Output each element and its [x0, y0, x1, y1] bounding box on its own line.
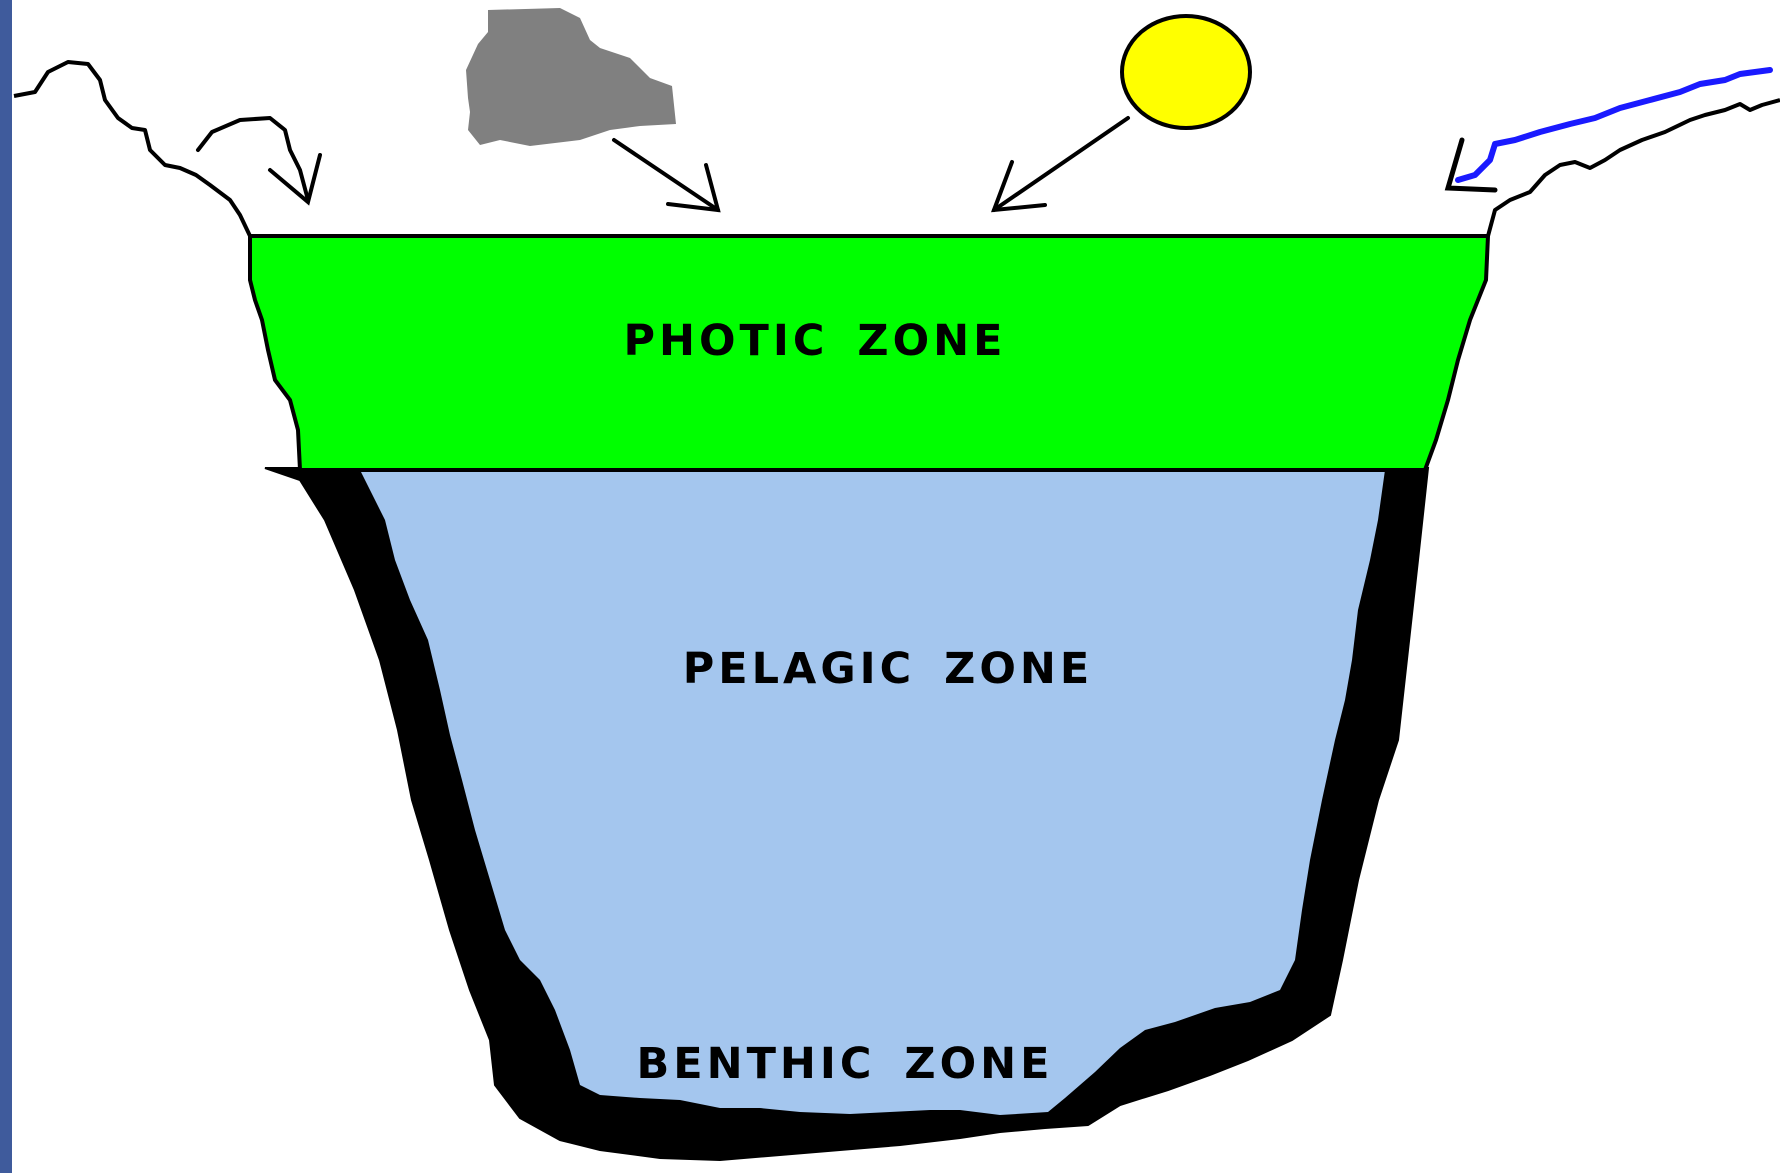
sunlight-arrow [994, 118, 1128, 210]
pelagic-zone-label: PELAGIC ZONE [683, 644, 1093, 694]
benthic-zone-label: BENTHIC ZONE [636, 1039, 1053, 1089]
sun-icon [1122, 16, 1250, 128]
left-shoreline [14, 62, 250, 236]
right-shoreline [1488, 100, 1780, 236]
left-frame-edge [0, 0, 12, 1173]
inflow-stream [1458, 70, 1770, 180]
photic-zone-label: PHOTIC ZONE [623, 316, 1006, 366]
rain-arrow [614, 140, 718, 210]
cloud-icon [466, 8, 676, 146]
